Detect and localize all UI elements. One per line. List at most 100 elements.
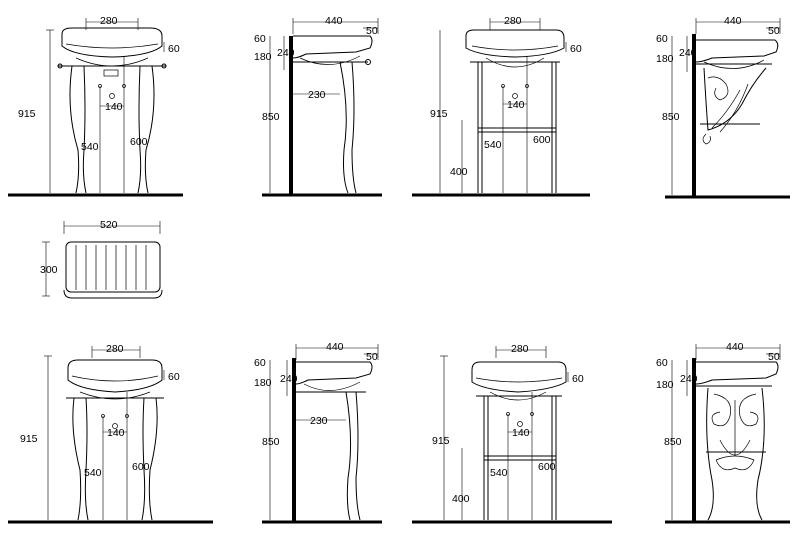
basin-side <box>695 39 779 63</box>
dim-tap: 60 <box>570 43 582 55</box>
dim-holes: 140 <box>507 99 525 111</box>
side-view-legs-bottom: 440 50 60 180 240 850 230 <box>254 341 382 524</box>
dim-height: 915 <box>432 435 450 447</box>
dim-holes: 140 <box>512 427 530 439</box>
basin-rim <box>71 375 159 382</box>
leg-right-inner <box>141 397 146 521</box>
front-view-frame-top: 280 60 915 400 540 600 140 <box>412 15 590 197</box>
front-view-legs-bottom: 280 60 915 540 600 140 <box>8 343 213 524</box>
dim-height: 850 <box>664 436 682 448</box>
leg-right-inner <box>137 65 142 194</box>
dim-bowl: 180 <box>656 379 674 391</box>
overflow <box>103 69 119 77</box>
dim-top: 600 <box>533 134 551 146</box>
dim-rim: 60 <box>254 33 266 45</box>
bowl-underside <box>489 391 547 401</box>
dim-depth: 440 <box>726 341 744 353</box>
bowl-side <box>303 381 361 391</box>
dim-back: 50 <box>768 25 780 37</box>
dim-height: 915 <box>18 108 36 120</box>
basin-outline <box>465 29 565 58</box>
dim-height: 850 <box>662 111 680 123</box>
dim-height: 300 <box>40 264 58 276</box>
dim-tap: 60 <box>168 371 180 383</box>
dim-projection: 230 <box>308 89 326 101</box>
waste-hole <box>512 93 518 99</box>
dim-bowl: 180 <box>254 51 272 63</box>
basin-rim <box>65 43 159 49</box>
wall <box>289 36 293 195</box>
dim-shelf: 400 <box>450 166 468 178</box>
dim-width: 280 <box>511 343 529 355</box>
bracket-foot <box>702 133 711 145</box>
dim-top: 600 <box>132 461 150 473</box>
ornate-scroll <box>739 393 759 427</box>
waste-hole <box>517 421 523 427</box>
dim-height: 915 <box>20 433 38 445</box>
dim-width: 280 <box>504 15 522 27</box>
leg-left <box>72 397 82 521</box>
basin-rim <box>475 377 563 383</box>
basin-side <box>695 361 779 385</box>
waste-hole <box>112 423 118 429</box>
dim-splash: 240 <box>280 373 298 385</box>
leg-left-inner <box>84 397 89 521</box>
leg <box>345 391 352 521</box>
leg-left <box>69 65 80 194</box>
basin-rim <box>471 45 559 51</box>
basket-base <box>63 289 163 299</box>
dim-width: 520 <box>100 219 118 231</box>
dim-depth: 440 <box>326 341 344 353</box>
dim-splash: 240 <box>679 47 697 59</box>
dim-width: 280 <box>100 15 118 27</box>
bar-knob <box>365 59 371 65</box>
dim-holes: 140 <box>105 101 123 113</box>
wall <box>292 358 296 522</box>
bar-end <box>161 63 167 69</box>
leg-right <box>144 65 155 194</box>
dim-tap: 60 <box>168 43 180 55</box>
leg-right <box>148 397 158 521</box>
dim-rim: 60 <box>656 357 668 369</box>
dim-height: 915 <box>430 108 448 120</box>
basin-side <box>295 361 373 385</box>
leg-left-inner <box>82 65 87 194</box>
bracket-curl <box>707 76 729 101</box>
dim-width: 280 <box>106 343 124 355</box>
dim-top: 600 <box>130 136 148 148</box>
side-view-ornate-bottom: 440 50 60 180 240 850 <box>656 341 790 524</box>
dim-waste: 540 <box>490 467 508 479</box>
leg <box>339 61 349 194</box>
waste-hole <box>109 93 115 99</box>
front-view-legs-top: 280 60 915 540 600 140 <box>8 15 183 197</box>
bracket-leaf <box>711 83 749 133</box>
dim-splash: 240 <box>277 47 295 59</box>
ornate-scroll <box>711 393 731 427</box>
bracket-scroll <box>703 67 767 131</box>
basin-side <box>292 35 373 59</box>
dim-back: 50 <box>768 351 780 363</box>
leg-inner <box>351 61 357 194</box>
dim-splash: 240 <box>680 373 698 385</box>
dim-back: 50 <box>366 351 378 363</box>
front-view-frame-bottom: 280 60 915 400 540 600 140 <box>412 343 612 524</box>
side-view-legs-top: 440 50 60 180 240 850 230 <box>254 15 382 197</box>
dim-waste: 540 <box>484 139 502 151</box>
dim-height: 850 <box>262 111 280 123</box>
basin-outline <box>67 359 163 393</box>
bowl-underside <box>485 57 545 68</box>
dim-waste: 540 <box>81 141 99 153</box>
dim-rim: 60 <box>656 33 668 45</box>
ornate-leg-right <box>756 387 765 521</box>
leg-inner <box>355 391 361 521</box>
bar-end <box>57 63 63 69</box>
dim-top: 600 <box>538 461 556 473</box>
dim-depth: 440 <box>724 15 742 27</box>
dim-holes: 140 <box>107 427 125 439</box>
dim-rim: 60 <box>254 357 266 369</box>
dim-waste: 540 <box>84 467 102 479</box>
dim-bowl: 180 <box>656 53 674 65</box>
dim-bowl: 180 <box>254 377 272 389</box>
